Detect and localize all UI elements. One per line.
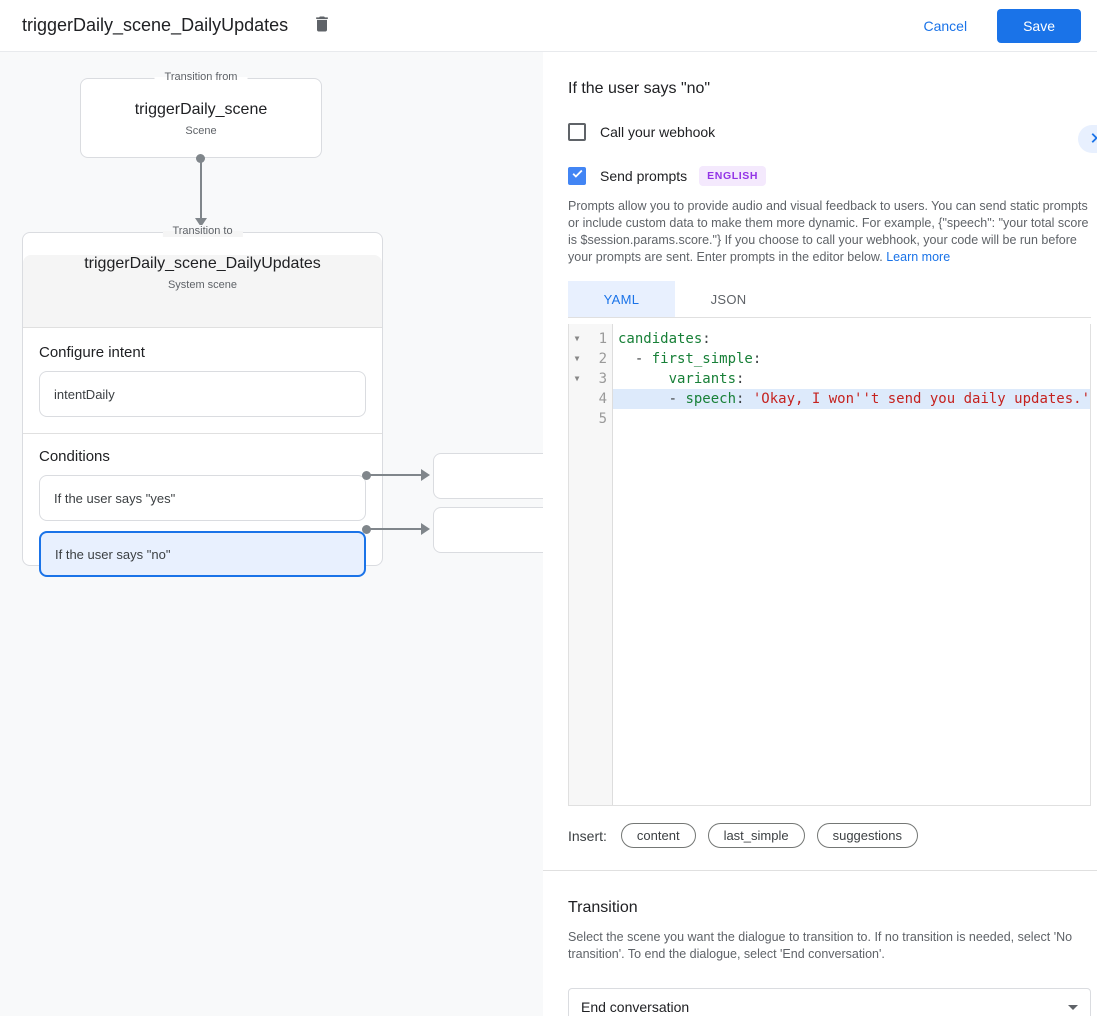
prompts-description-text: Prompts allow you to provide audio and v… <box>568 199 1089 264</box>
tab-yaml[interactable]: YAML <box>568 281 675 317</box>
from-scene-type: Scene <box>185 125 217 137</box>
gutter-line: ▼3 <box>569 369 612 389</box>
insert-chip-content[interactable]: content <box>620 823 696 848</box>
line-number: 1 <box>598 331 607 347</box>
transition-to-legend: Transition to <box>162 225 243 237</box>
code-token-key: variants <box>668 371 737 387</box>
code-token-plain: : <box>752 351 762 367</box>
editor-format-tabs: YAML JSON <box>568 281 1092 318</box>
line-number: 3 <box>598 371 607 387</box>
tab-json[interactable]: JSON <box>710 291 747 307</box>
fold-spacer <box>569 409 585 429</box>
from-scene-name: triggerDaily_scene <box>134 101 268 118</box>
insert-label: Insert: <box>568 827 607 844</box>
code-token-plain: - <box>618 351 652 367</box>
code-token-key: candidates <box>618 331 703 347</box>
to-scene-name: triggerDaily_scene_DailyUpdates <box>84 255 321 272</box>
condition-no-dot <box>362 525 371 534</box>
collapse-panel-button[interactable] <box>1078 125 1097 153</box>
condition-no-target-box[interactable] <box>433 507 543 553</box>
transition-select[interactable]: End conversation <box>568 988 1092 1016</box>
code-token-plain: : <box>702 331 711 347</box>
prompts-description: Prompts allow you to provide audio and v… <box>568 198 1091 266</box>
page-title: triggerDaily_scene_DailyUpdates <box>22 15 289 35</box>
scene-diagram-canvas: Transition from triggerDaily_scene Scene… <box>0 52 543 1016</box>
checkmark-icon <box>571 167 584 185</box>
transition-description: Select the scene you want the dialogue t… <box>568 930 1073 961</box>
send-prompts-checkbox[interactable] <box>568 167 586 185</box>
condition-yes-line <box>369 474 421 476</box>
arrow-right-icon <box>421 469 430 481</box>
gutter-line: ▼1 <box>569 329 612 349</box>
configure-intent-heading: Configure intent <box>39 344 145 361</box>
learn-more-link[interactable]: Learn more <box>886 250 951 264</box>
send-prompts-label: Send prompts <box>600 168 688 184</box>
transition-heading: Transition <box>568 899 638 916</box>
fold-toggle-icon[interactable]: ▼ <box>574 334 580 343</box>
section-divider <box>543 870 1097 871</box>
code-line[interactable]: variants: <box>613 369 1090 389</box>
code-line[interactable]: - speech: 'Okay, I won''t send you daily… <box>613 389 1091 409</box>
condition-item-no[interactable]: If the user says "no" <box>39 531 366 577</box>
card-divider <box>23 433 382 434</box>
condition-yes-dot <box>362 471 371 480</box>
condition-item-yes[interactable]: If the user says "yes" <box>39 475 366 521</box>
conditions-heading: Conditions <box>39 448 110 465</box>
intent-field[interactable]: intentDaily <box>39 371 366 417</box>
code-token-plain: - <box>618 391 686 407</box>
code-token-key: speech <box>685 391 737 407</box>
condition-yes-target-box[interactable] <box>433 453 543 499</box>
to-scene-header[interactable]: triggerDaily_scene_DailyUpdates System s… <box>23 255 382 328</box>
language-badge: ENGLISH <box>699 166 767 186</box>
code-token-string: 'Okay, I won''t send you daily updates.' <box>752 391 1091 407</box>
arrow-right-icon <box>421 523 430 535</box>
fold-spacer <box>569 389 585 409</box>
dropdown-caret-icon <box>1068 1004 1079 1010</box>
condition-editor-panel: If the user says "no" Call your webhook … <box>543 52 1097 1016</box>
gutter-line: 4 <box>569 389 612 409</box>
line-number: 5 <box>598 411 607 427</box>
gutter-line: 5 <box>569 409 612 429</box>
transition-to-card: Transition to triggerDaily_scene_DailyUp… <box>22 225 383 577</box>
delete-button[interactable] <box>306 10 338 42</box>
cancel-button[interactable]: Cancel <box>923 17 968 34</box>
line-number: 4 <box>598 391 607 407</box>
fold-toggle-icon[interactable]: ▼ <box>574 374 580 383</box>
code-token-key: first_simple <box>651 351 753 367</box>
webhook-checkbox-row[interactable]: Call your webhook <box>568 123 1091 141</box>
top-bar: triggerDaily_scene_DailyUpdates Cancel S… <box>0 0 1097 52</box>
connector-dot <box>196 154 205 163</box>
transition-select-value: End conversation <box>581 999 690 1015</box>
trash-icon <box>312 14 332 37</box>
insert-row: Insert: content last_simple suggestions <box>568 823 1091 848</box>
send-prompts-checkbox-row[interactable]: Send prompts ENGLISH <box>568 166 1091 186</box>
connector-line <box>200 160 202 218</box>
transition-from-legend: Transition from <box>154 71 248 83</box>
webhook-checkbox[interactable] <box>568 123 586 141</box>
editor-code-area[interactable]: candidates: - first_simple: variants: - … <box>613 324 1091 805</box>
line-number: 2 <box>598 351 607 367</box>
chevron-right-icon <box>1084 127 1097 152</box>
webhook-checkbox-label: Call your webhook <box>600 124 716 140</box>
to-scene-type: System scene <box>167 279 238 291</box>
insert-chip-suggestions[interactable]: suggestions <box>816 823 918 848</box>
arrow-down-icon <box>195 218 207 227</box>
condition-no-line <box>369 528 421 530</box>
code-line[interactable]: candidates: <box>613 329 1090 349</box>
code-token-plain: : <box>736 391 753 407</box>
code-line[interactable]: - first_simple: <box>613 349 1090 369</box>
save-button[interactable]: Save <box>997 8 1081 43</box>
code-token-plain: : <box>736 371 745 387</box>
code-line[interactable] <box>613 409 1090 429</box>
gutter-line: ▼2 <box>569 349 612 369</box>
transition-from-box[interactable]: Transition from triggerDaily_scene Scene <box>80 71 322 158</box>
fold-toggle-icon[interactable]: ▼ <box>574 354 580 363</box>
panel-title: If the user says "no" <box>568 80 711 97</box>
code-token-plain <box>618 371 669 387</box>
insert-chip-last-simple[interactable]: last_simple <box>707 823 805 848</box>
